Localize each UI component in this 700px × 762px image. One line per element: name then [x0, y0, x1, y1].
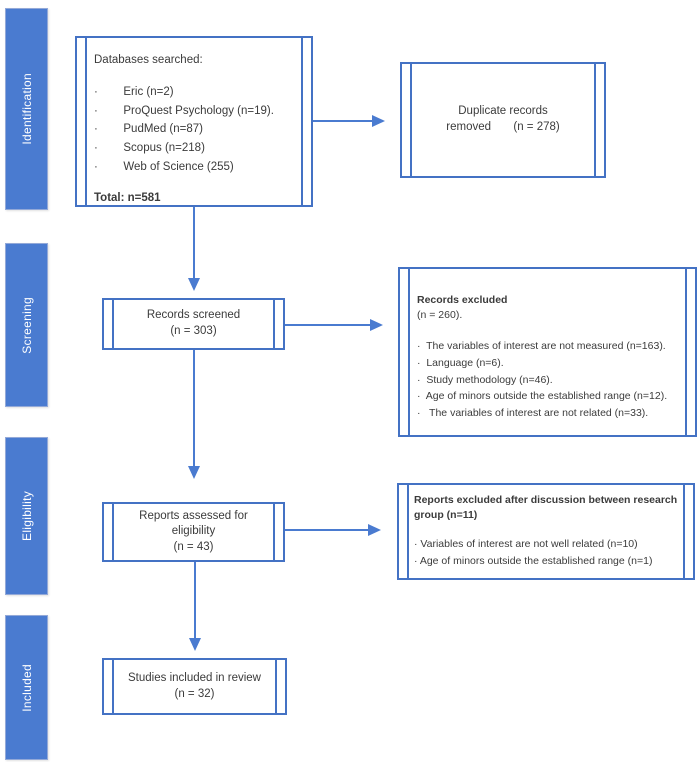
stage-label-eligibility: Eligibility [19, 491, 34, 541]
duplicates-text: Duplicate records removed (n = 278) [446, 104, 559, 135]
stage-label-identification: Identification [19, 73, 34, 145]
spacer [414, 523, 681, 536]
records-excluded-list: · The variables of interest are not meas… [417, 338, 683, 421]
reports-excluded-list: · Variables of interest are not well rel… [414, 536, 681, 569]
reports-excluded-box: Reports excluded after discussion betwee… [397, 483, 695, 580]
list-item: · Language (n=6). [417, 357, 504, 370]
stage-bar-eligibility: Eligibility [5, 437, 48, 595]
list-item: (n = 303) [170, 325, 217, 337]
list-item: · ProQuest Psychology (n=19). [94, 104, 274, 117]
stage-bar-screening: Screening [5, 243, 48, 407]
list-item: · Age of minors outside the established … [417, 390, 668, 403]
duplicate-records-removed-box: Duplicate records removed (n = 278) [400, 62, 606, 178]
list-item: · PudMed (n=87) [94, 123, 203, 136]
list-item: · The variables of interest are not meas… [417, 340, 666, 353]
list-item: · Study methodology (n=46). [417, 373, 553, 386]
reports-excluded-title: Reports excluded after discussion betwee… [414, 494, 678, 522]
stage-label-screening: Screening [19, 296, 34, 354]
studies-included-box: Studies included in review (n = 32) [102, 658, 287, 715]
list-item: Reports assessed for [139, 509, 248, 522]
list-item: (n = 32) [174, 687, 215, 700]
databases-searched-box: Databases searched: · Eric (n=2) · ProQue… [75, 36, 313, 207]
list-item: (n = 43) [173, 540, 214, 553]
list-item: eligibility [171, 525, 216, 538]
list-item: Duplicate records [458, 105, 548, 118]
list-item: removed (n = 278) [446, 121, 560, 133]
stage-bar-identification: Identification [5, 8, 48, 210]
stage-label-included: Included [19, 663, 34, 712]
records-excluded-title: Records excluded [417, 294, 508, 306]
reports-assessed-box: Reports assessed for eligibility (n = 43) [102, 502, 285, 562]
screened-text: Records screened (n = 303) [147, 308, 240, 339]
databases-list: · Eric (n=2) · ProQuest Psychology (n=19)… [94, 83, 295, 176]
list-item: · Web of Science (255) [94, 160, 234, 173]
records-screened-box: Records screened (n = 303) [102, 298, 285, 350]
stage-bar-included: Included [5, 615, 48, 760]
list-item: · Eric (n=2) [94, 86, 174, 98]
records-excluded-box: Records excluded (n = 260). · The variab… [398, 267, 697, 437]
records-excluded-count: (n = 260). [417, 309, 463, 322]
list-item: · Age of minors outside the established … [414, 555, 653, 568]
databases-total: Total: n=581 [94, 192, 161, 205]
databases-title: Databases searched: [94, 54, 203, 66]
list-item: · Variables of interest are not well rel… [414, 538, 638, 551]
included-text: Studies included in review (n = 32) [128, 671, 261, 702]
list-item: · Scopus (n=218) [94, 141, 205, 154]
spacer [417, 323, 683, 338]
list-item: · The variables of interest are not rela… [417, 406, 649, 419]
list-item: Records screened [146, 309, 241, 322]
list-item: Studies included in review [128, 671, 261, 684]
assessed-text: Reports assessed for eligibility (n = 43) [139, 509, 248, 556]
